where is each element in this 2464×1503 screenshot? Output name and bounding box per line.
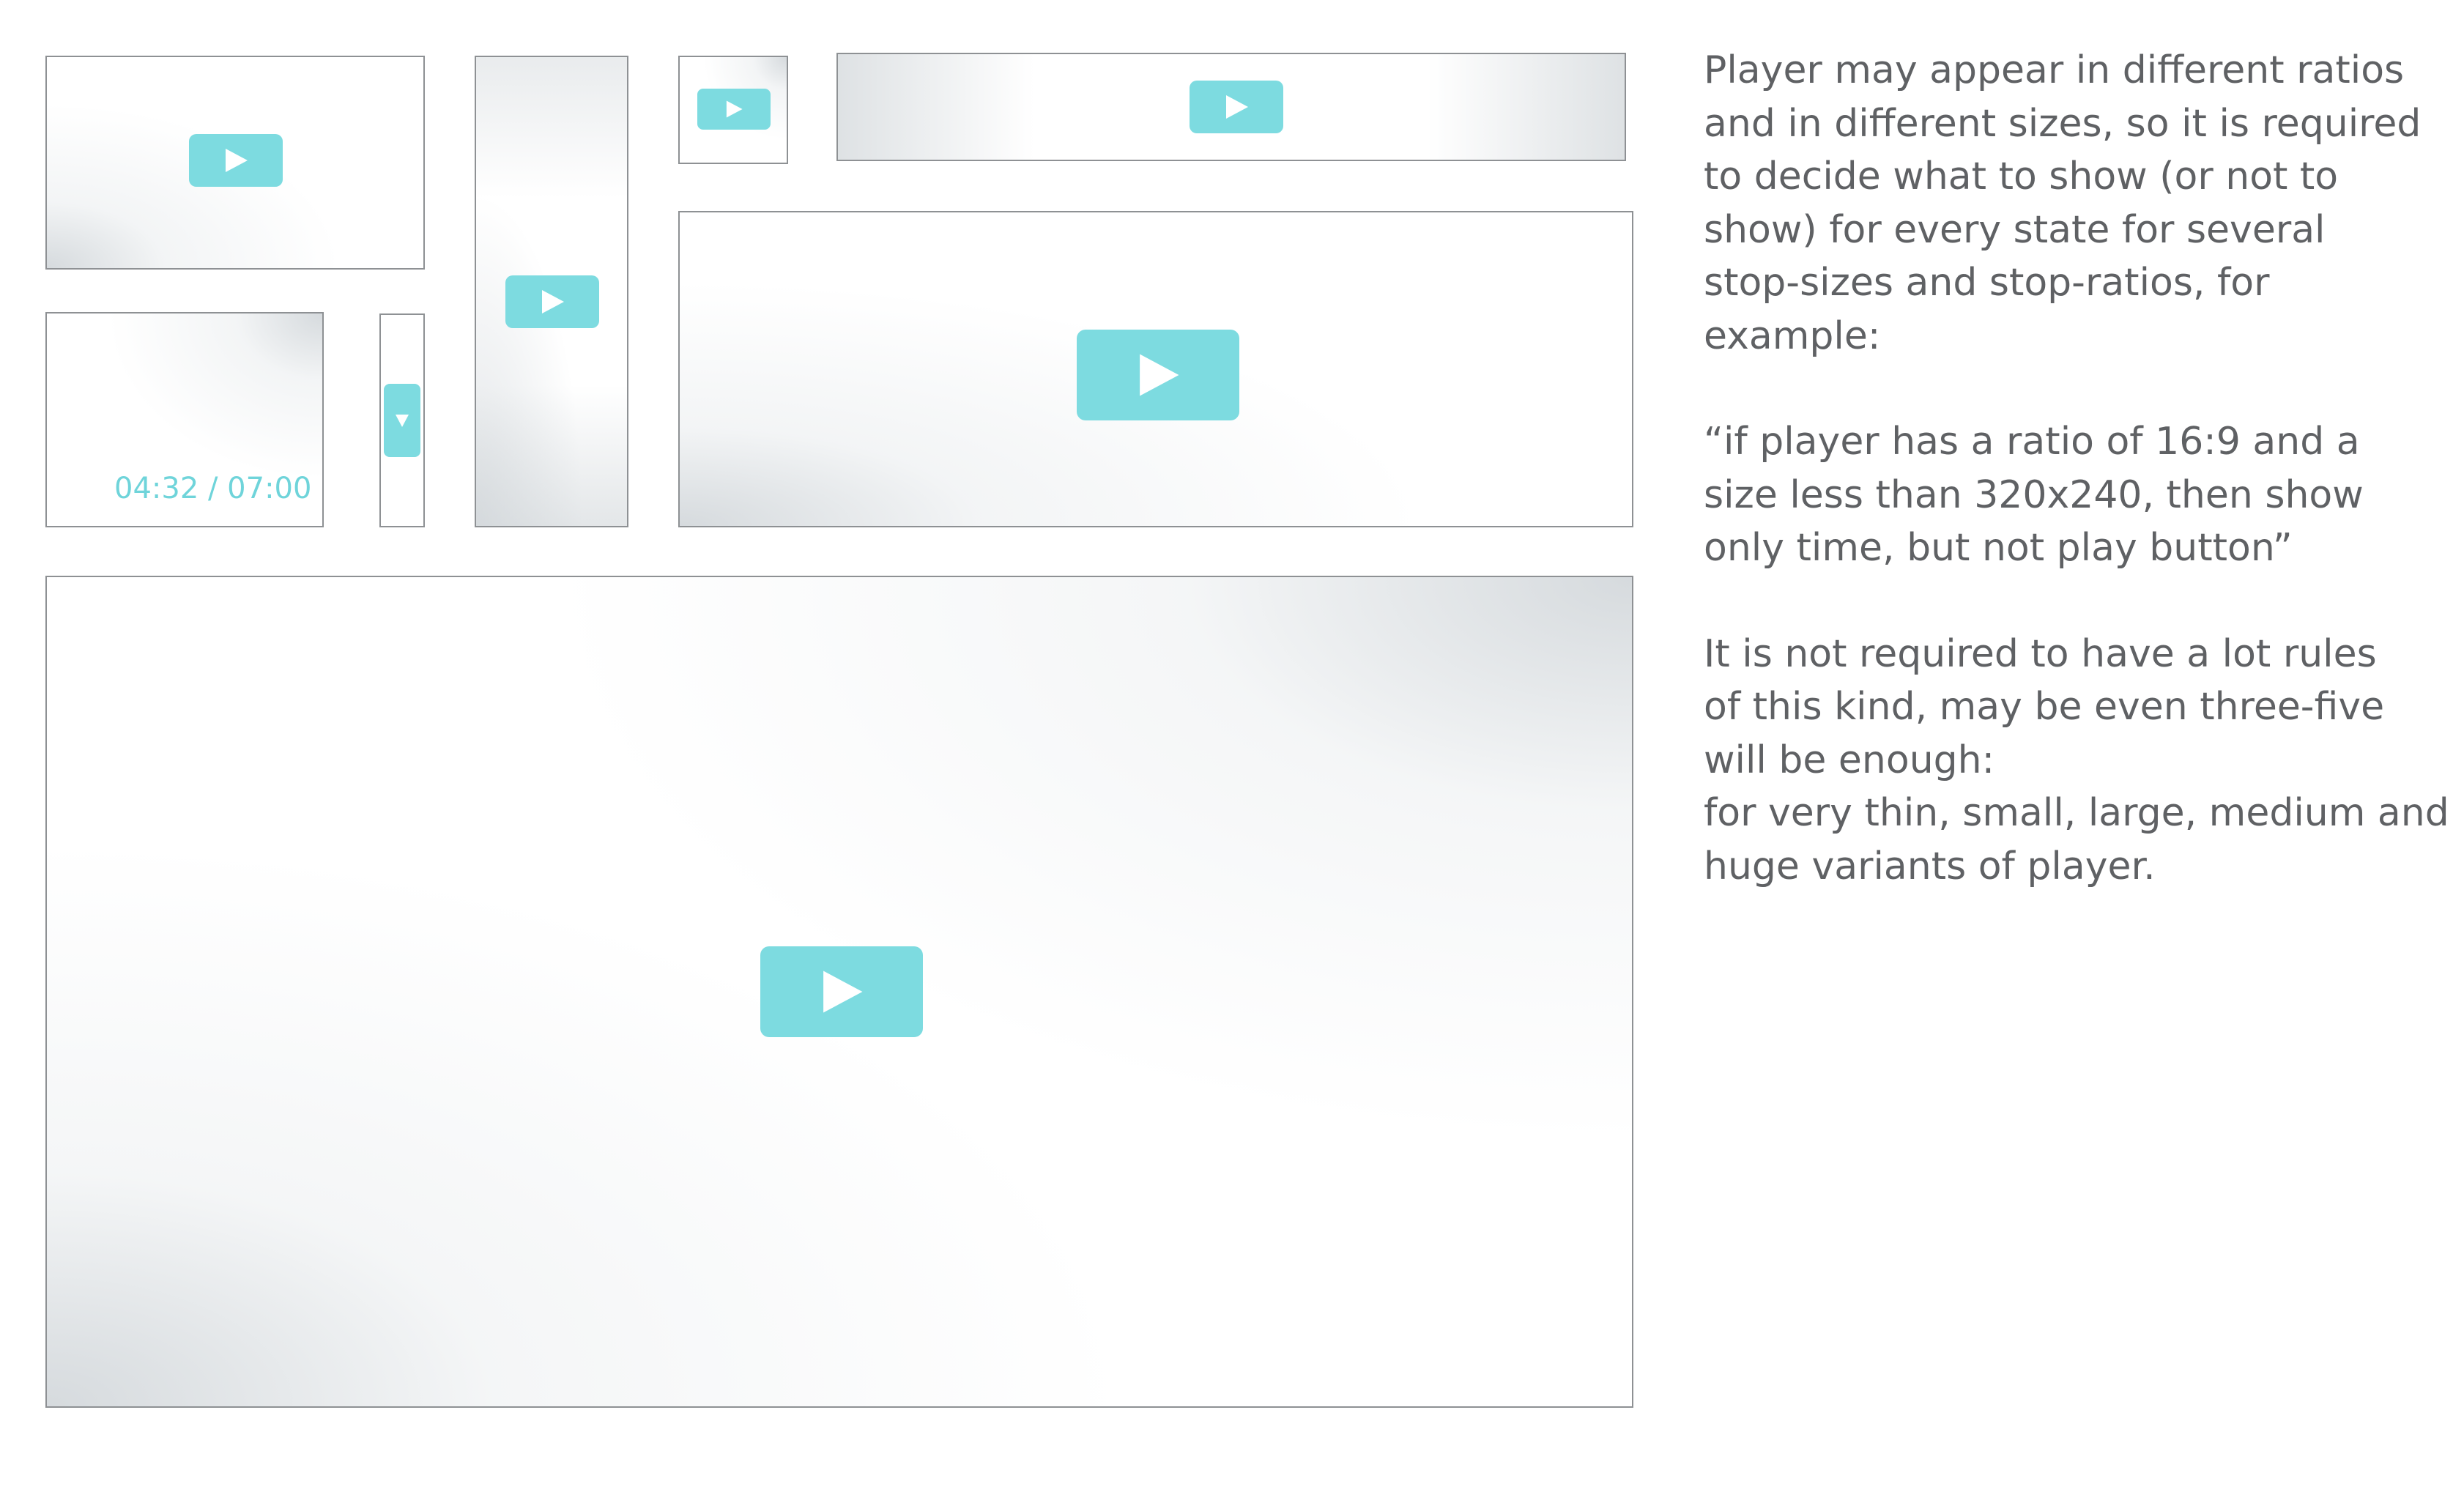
play-button[interactable] [697,89,771,130]
player-thin-vertical [379,313,425,527]
play-button[interactable] [505,275,599,328]
time-display: 04:32 / 07:00 [114,472,312,505]
play-button[interactable] [189,134,283,187]
text-line: for very thin, small, large, medium and [1704,791,2449,835]
description-paragraph-2: “if player has a ratio of 16:9 and a siz… [1704,415,2443,575]
triangle-down-icon [396,415,409,427]
description-paragraph-1: Player may appear in different ratios an… [1704,44,2443,363]
description-paragraph-3: It is not required to have a lot rules o… [1704,628,2449,894]
text-line: stop-sizes and stop-ratios, for [1704,261,2270,305]
text-line: Player may appear in different ratios [1704,48,2405,92]
text-line: size less than 320x240, then show [1704,472,2364,517]
play-button[interactable] [1190,81,1283,133]
play-icon [226,149,248,172]
text-line: It is not required to have a lot rules [1704,631,2377,676]
player-large-landscape [678,211,1633,527]
play-icon [542,290,564,313]
text-line: will be enough: [1704,738,1995,782]
description-text: Player may appear in different ratios an… [1704,44,2449,894]
player-thin-wide [836,53,1626,161]
text-line: show) for every state for several [1704,207,2326,252]
text-line: of this kind, may be even three-five [1704,685,2385,729]
play-icon [1226,95,1248,119]
play-button[interactable] [1077,330,1239,420]
play-icon [726,100,743,118]
player-tall-portrait [475,56,628,527]
play-button[interactable] [760,946,923,1037]
dropdown-button[interactable] [384,384,420,457]
player-huge [45,576,1633,1408]
text-line: to decide what to show (or not to [1704,155,2339,198]
play-icon [1140,354,1179,396]
player-tiny-square [678,56,788,164]
text-line: only time, but not play button” [1704,526,2293,570]
text-line: huge variants of player. [1704,844,2156,888]
player-small-time-only: 04:32 / 07:00 [45,312,324,527]
text-line: “if player has a ratio of 16:9 and a [1704,420,2360,464]
text-line: example: [1704,313,1881,358]
player-medium-landscape [45,56,425,270]
play-icon [823,971,863,1013]
text-line: and in different sizes, so it is require… [1704,101,2422,146]
